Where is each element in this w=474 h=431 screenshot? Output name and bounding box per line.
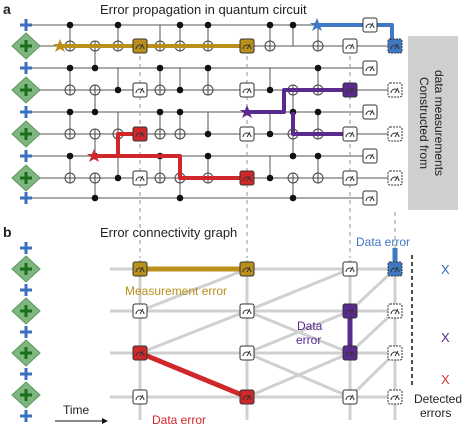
qubit-column-a <box>11 19 41 204</box>
data-error-top-label: Data error <box>356 235 410 249</box>
red-star-icon <box>87 149 101 162</box>
purple-error-path-2 <box>291 112 350 136</box>
measurement-boxes-a <box>132 17 403 206</box>
data-error-mid-label-line1: Data <box>297 319 323 333</box>
graph-nodes <box>132 261 403 405</box>
detected-mark-blue: X <box>441 262 450 277</box>
qubit-column-b <box>11 242 41 422</box>
panel-b-title: Error connectivity graph <box>100 225 237 240</box>
panel-a-letter: a <box>3 1 11 17</box>
data-error-bottom-label: Data error <box>152 413 206 427</box>
data-error-mid-label-line2: error <box>296 333 321 347</box>
error-paths <box>62 23 394 180</box>
panel-b-letter: b <box>3 224 12 240</box>
meter-icon <box>135 22 400 202</box>
side-label-line2: data measurements <box>432 70 446 176</box>
detected-errors-label-line1: Detected <box>414 392 462 406</box>
detected-mark-purple: X <box>441 330 450 345</box>
qubit-lines <box>30 24 395 199</box>
error-origins <box>53 18 324 162</box>
blue-star-icon <box>310 18 324 31</box>
red-error-path-2 <box>118 154 247 180</box>
detected-mark-red: X <box>441 372 450 387</box>
panel-a-title: Error propagation in quantum circuit <box>100 2 307 17</box>
purple-star-icon <box>240 105 254 118</box>
side-label-line1: Constructed from <box>417 77 431 169</box>
time-label: Time <box>63 403 90 417</box>
measurement-error-label: Measurement error <box>125 284 227 298</box>
meter-icon <box>135 266 400 401</box>
measurement-side-panel <box>408 36 458 210</box>
detected-errors-label-line2: errors <box>420 406 451 420</box>
gold-star-icon <box>53 39 67 52</box>
data-error-edge-red <box>139 350 248 400</box>
red-error-path-1 <box>96 132 140 158</box>
time-arrow-icon <box>55 418 108 424</box>
purple-error-path-1 <box>248 88 350 114</box>
